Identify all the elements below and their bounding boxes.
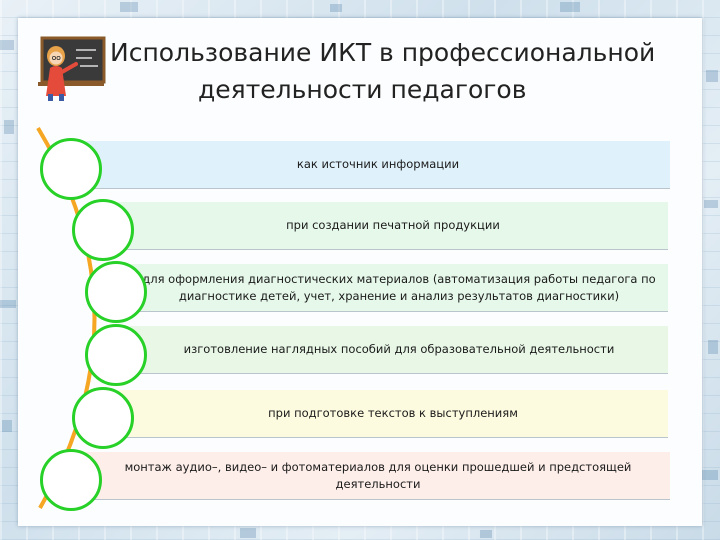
page-title-line-1: Использование ИКТ в профессиональной [110,38,656,67]
circle-marker-icon [40,138,102,200]
list-item-text: как источник информации [296,157,460,171]
page-title-line-2: деятельности педагогов [198,75,527,104]
page-title: Использование ИКТ в профессиональной дея… [110,34,670,108]
list-item-1: как источник информации [86,141,670,189]
list-item-5: при подготовке текстов к выступлениям [118,390,668,438]
list-item-6: монтаж аудио–, видео– и фотоматериалов д… [86,452,670,500]
circle-marker-icon [72,387,134,449]
list-item-2: при создании печатной продукции [118,202,668,250]
list-item-text: при создании печатной продукции [286,218,500,232]
list-item-text: при подготовке текстов к выступлениям [268,406,518,420]
circle-marker-icon [85,324,147,386]
circle-marker-icon [85,261,147,323]
list-item-4: изготовление наглядных пособий для образ… [130,326,668,374]
teacher-at-blackboard-icon [32,36,108,102]
list-item-text: монтаж аудио–, видео– и фотоматериалов д… [124,459,632,491]
list-item-text: для оформления диагностических материало… [142,271,656,303]
circle-marker-icon [40,449,102,511]
list-item-3: для оформления диагностических материало… [130,264,668,312]
circle-marker-icon [72,199,134,261]
list-item-text: изготовление наглядных пособий для образ… [183,342,615,356]
